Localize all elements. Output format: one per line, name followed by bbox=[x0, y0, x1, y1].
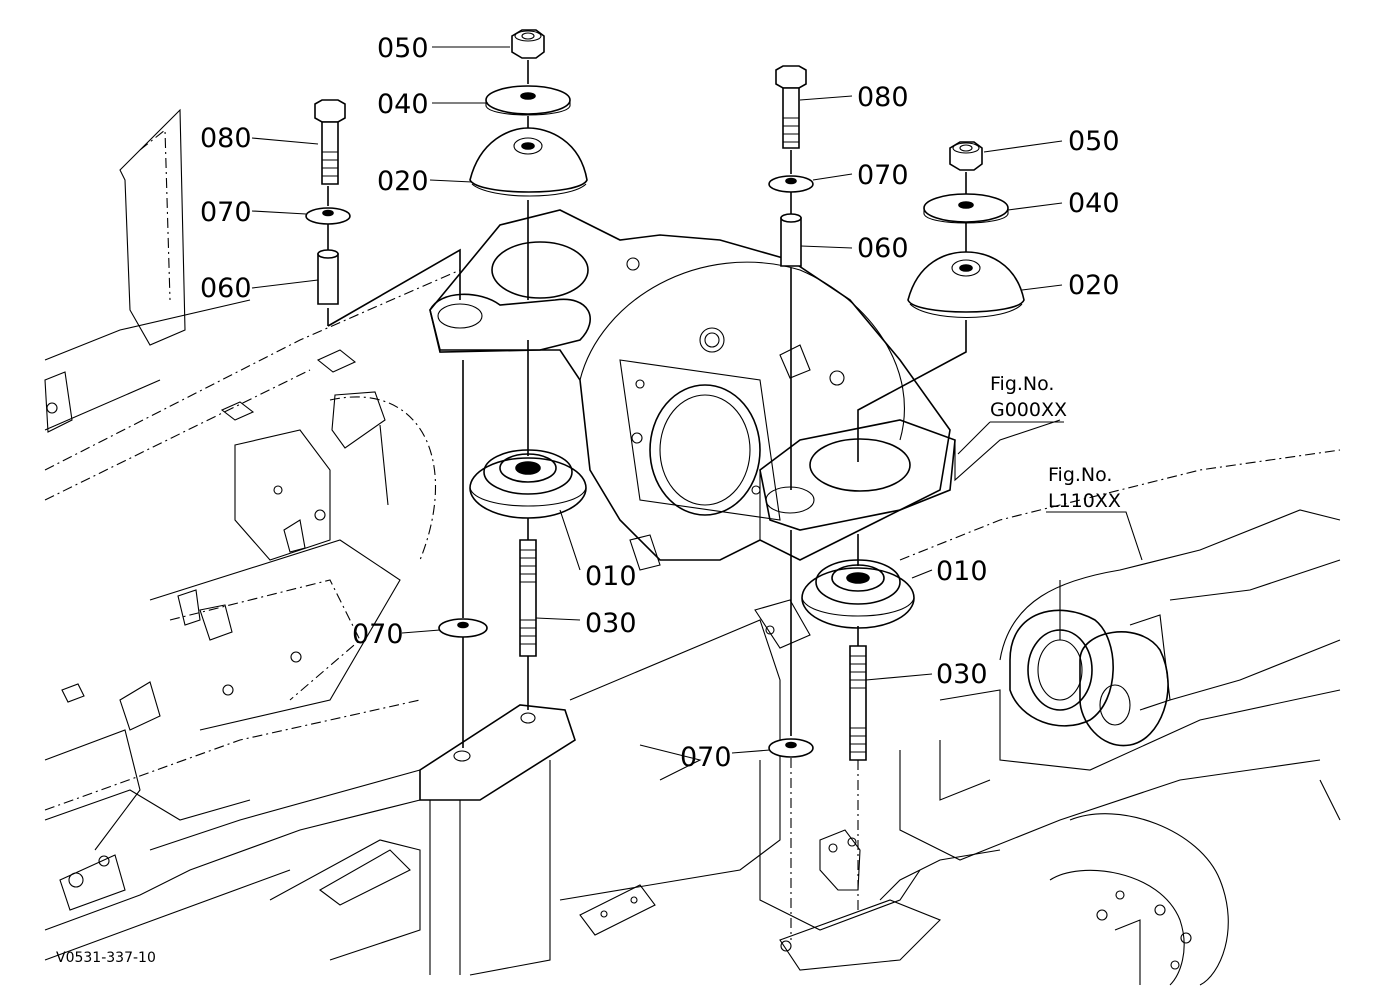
drawing-id: V0531-337-10 bbox=[56, 950, 156, 966]
stud-030-right bbox=[849, 645, 867, 761]
bolt-080-left bbox=[314, 99, 346, 185]
washer-070-right bbox=[768, 175, 814, 193]
callout-020-left: 020 bbox=[377, 166, 429, 197]
washer-040-right bbox=[923, 193, 1009, 224]
callout-070-lower-left: 070 bbox=[352, 619, 404, 650]
callout-060-right: 060 bbox=[857, 233, 909, 264]
cushion-020-right bbox=[907, 251, 1025, 319]
right-mount-stack bbox=[768, 65, 1025, 940]
rubber-mount-010-right bbox=[801, 559, 915, 629]
right-frame-linework bbox=[879, 449, 1341, 986]
callout-030-right: 030 bbox=[936, 659, 988, 690]
callout-010-right: 010 bbox=[936, 556, 988, 587]
nut-050-left bbox=[511, 29, 545, 59]
bolt-080-right bbox=[775, 65, 807, 149]
washer-040-left bbox=[485, 85, 571, 116]
fig-ref-label-l110xx: Fig.No. bbox=[1048, 464, 1112, 486]
flywheel-housing bbox=[429, 209, 1061, 649]
washer-070-left bbox=[305, 207, 351, 225]
callout-080-right: 080 bbox=[857, 82, 909, 113]
collar-060-left bbox=[317, 249, 339, 305]
lower-frame-linework bbox=[269, 619, 941, 976]
fig-ref-code-g000xx: G000XX bbox=[990, 399, 1067, 421]
leader-lines bbox=[251, 46, 1143, 754]
rubber-mount-010-left bbox=[469, 449, 587, 519]
callout-050-left: 050 bbox=[377, 33, 429, 64]
callout-010-left: 010 bbox=[585, 561, 637, 592]
callout-080-left: 080 bbox=[200, 123, 252, 154]
washer-070-lower-left bbox=[438, 618, 488, 638]
fig-ref-label-g000xx: Fig.No. bbox=[990, 373, 1054, 395]
stud-030-left bbox=[519, 539, 537, 657]
left-mount-stack bbox=[305, 29, 588, 748]
callout-020-right: 020 bbox=[1068, 270, 1120, 301]
cushion-020-left bbox=[469, 127, 588, 197]
callout-070-right: 070 bbox=[857, 160, 909, 191]
callout-050-right: 050 bbox=[1068, 126, 1120, 157]
callout-040-right: 040 bbox=[1068, 188, 1120, 219]
callout-060-left: 060 bbox=[200, 273, 252, 304]
collar-060-right bbox=[780, 213, 802, 267]
callout-070-lower-right: 070 bbox=[680, 742, 732, 773]
nut-050-right bbox=[949, 141, 983, 171]
washer-070-lower-right bbox=[768, 738, 814, 758]
callout-040-left: 040 bbox=[377, 89, 429, 120]
callout-070-left: 070 bbox=[200, 197, 252, 228]
left-frame-linework bbox=[44, 108, 461, 961]
fig-ref-code-l110xx: L110XX bbox=[1048, 490, 1121, 512]
callout-030-left: 030 bbox=[585, 608, 637, 639]
